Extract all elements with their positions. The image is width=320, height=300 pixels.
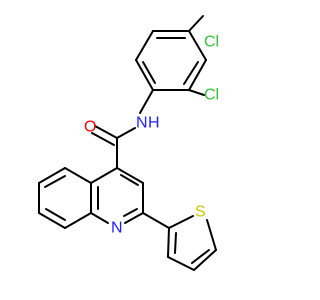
amide-hydrogen-label: H [148,115,160,132]
bond [123,208,138,217]
bond [64,167,92,184]
bond [139,89,154,114]
bond [94,125,118,139]
bond [191,249,210,264]
chlorine-upper-label: Cl [204,34,219,51]
bond [188,89,205,96]
thiophene-ring [167,215,217,271]
bond [142,212,170,229]
molecule-canvas: Cl Cl N H O N S [38,15,220,271]
quinoline-nitrogen-label: N [111,220,123,237]
bond [90,212,109,224]
bond [124,212,144,224]
bond [38,212,66,229]
bond [193,249,217,271]
bond [64,212,92,229]
bond [135,30,154,61]
chlorine-lower-label: Cl [204,87,219,104]
bond [44,175,66,188]
bond [167,256,195,271]
bond [90,167,118,184]
bond [45,208,66,221]
bond [168,215,194,229]
bond [38,167,66,184]
molecule-structure: Cl Cl N H O N S [38,15,219,271]
bond [91,132,115,146]
bond [135,59,154,91]
bond [116,167,144,184]
bond [116,127,136,139]
bond [183,61,199,85]
bond [174,232,177,254]
bond [188,15,204,32]
amide-nitrogen-label: N [136,115,148,132]
dichlorophenyl-ring [135,30,207,91]
bond [120,174,139,186]
bond [142,61,156,84]
bond [188,30,207,61]
thiophene-sulfur-label: S [195,204,206,221]
quinoline-ring [38,167,144,229]
bond [188,59,207,91]
bond [206,219,217,251]
carbonyl-oxygen-label: O [84,119,96,136]
bond [167,227,170,258]
